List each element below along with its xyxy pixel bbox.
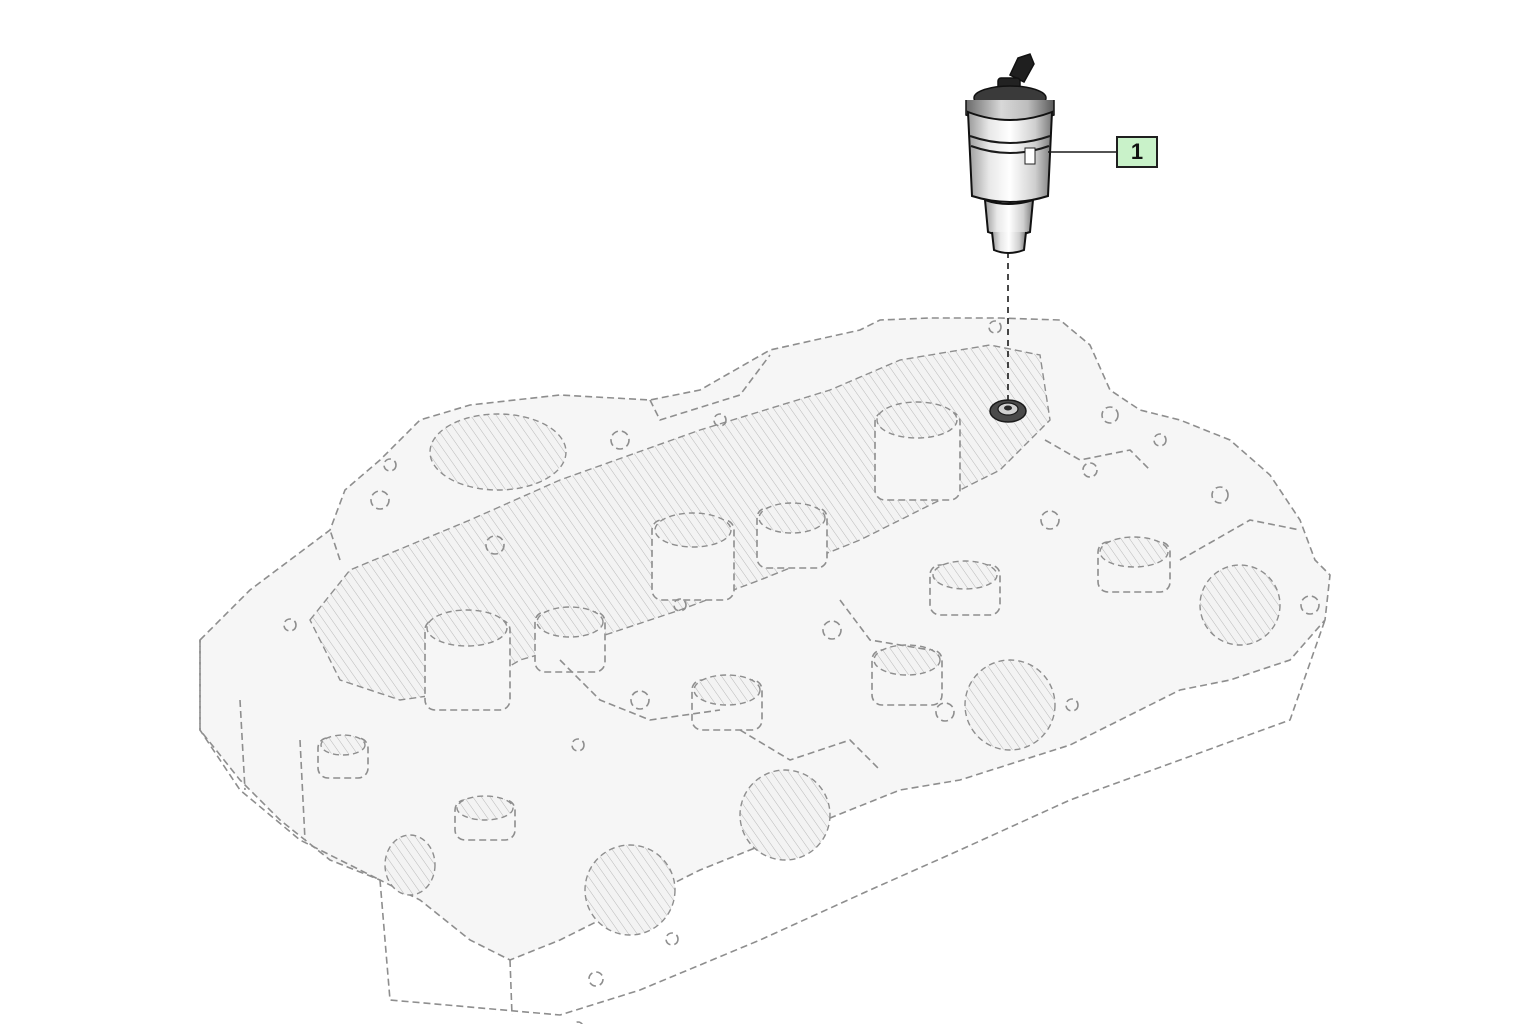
- rear-bore: [429, 413, 567, 491]
- callout-1[interactable]: 1: [1116, 136, 1158, 168]
- exhaust-ports: [384, 564, 1281, 936]
- sensor-icon: [965, 53, 1055, 254]
- head-left-face: [199, 640, 381, 881]
- valve-towers: [317, 401, 1171, 841]
- cylinder-head-icon: [199, 317, 1331, 1024]
- sensor-port: [989, 399, 1027, 423]
- head-front-face: [379, 619, 1326, 1016]
- callout-number: 1: [1130, 139, 1144, 164]
- bolt-holes: [283, 320, 1320, 1024]
